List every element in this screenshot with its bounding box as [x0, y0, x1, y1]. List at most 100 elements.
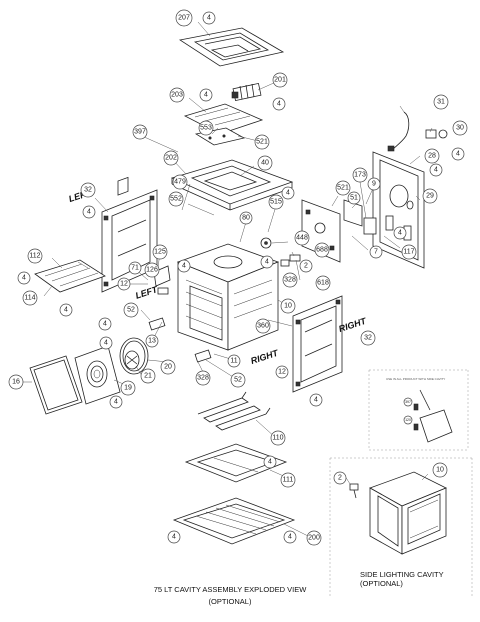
svg-text:4: 4 — [104, 340, 108, 347]
callout-4-l: 4 — [309, 393, 323, 407]
callout-552: 552 — [168, 191, 184, 207]
part-21-fan-blade — [124, 350, 140, 370]
callout-31: 31 — [433, 94, 449, 110]
main-caption-title: 75 LT CAVITY ASSEMBLY EXPLODED VIEW — [153, 585, 307, 594]
callout-125: 125 — [152, 244, 168, 260]
callout-111: 111 — [280, 472, 296, 488]
part-200-bottom-tray — [172, 497, 296, 545]
callout-207: 207 — [175, 9, 193, 27]
main-caption: 75 LT CAVITY ASSEMBLY EXPLODED VIEW (OPT… — [130, 585, 330, 606]
part-31-wiring — [387, 111, 410, 152]
part-32-right-panel — [292, 295, 343, 393]
svg-text:4: 4 — [314, 397, 318, 404]
svg-text:515: 515 — [270, 199, 282, 206]
svg-text:52: 52 — [234, 377, 242, 384]
svg-text:11: 11 — [230, 358, 237, 365]
callout-9: 9 — [367, 177, 381, 191]
svg-text:4: 4 — [103, 321, 107, 328]
svg-text:4: 4 — [64, 307, 68, 314]
svg-text:2: 2 — [338, 475, 342, 482]
callout-4-f: 4 — [17, 271, 31, 285]
callout-201: 201 — [272, 72, 288, 88]
callout-20: 20 — [160, 359, 176, 375]
side-caption-title: SIDE LIGHTING CAVITY — [360, 570, 444, 579]
svg-text:553: 553 — [200, 125, 212, 132]
callout-4-d: 4 — [260, 255, 274, 269]
callout-4-n: 4 — [167, 530, 181, 544]
callout-4-o: 4 — [283, 530, 297, 544]
svg-text:114: 114 — [24, 295, 35, 302]
callout-2-b: 2 — [333, 471, 347, 485]
callout-173: 173 — [352, 167, 368, 183]
svg-text:448: 448 — [296, 235, 308, 242]
callout-13: 13 — [145, 334, 159, 348]
callout-200: 200 — [306, 530, 322, 546]
callout-inset-397: 397 — [403, 397, 413, 407]
callout-4-28: 4 — [429, 163, 443, 177]
callout-32-right: 32 — [360, 330, 376, 346]
svg-text:688: 688 — [316, 247, 328, 254]
svg-text:52: 52 — [127, 307, 135, 314]
svg-text:31: 31 — [437, 99, 445, 106]
side-caption-optional: (OPTIONAL) — [360, 579, 403, 588]
svg-text:2: 2 — [304, 263, 308, 270]
svg-text:4: 4 — [87, 209, 91, 216]
callout-2-a: 2 — [299, 259, 313, 273]
svg-text:4: 4 — [456, 151, 460, 158]
callout-114: 114 — [22, 290, 38, 306]
part-10-side-lighting-cavity — [369, 471, 447, 555]
callout-80: 80 — [239, 211, 253, 225]
svg-text:28: 28 — [428, 153, 436, 160]
part-19-fan-cover — [74, 345, 121, 405]
callout-7: 7 — [369, 245, 383, 259]
svg-text:328: 328 — [197, 375, 209, 382]
svg-text:328: 328 — [284, 277, 296, 284]
callout-618: 618 — [315, 275, 331, 291]
svg-text:4: 4 — [207, 15, 211, 22]
callout-328-a: 328 — [282, 272, 298, 288]
svg-text:20: 20 — [164, 364, 172, 371]
svg-text:12: 12 — [120, 281, 128, 288]
side-caption: SIDE LIGHTING CAVITY (OPTIONAL) — [360, 570, 470, 588]
callout-12-left: 12 — [117, 277, 131, 291]
svg-text:479: 479 — [174, 179, 186, 186]
svg-text:32: 32 — [84, 187, 92, 194]
svg-text:203: 203 — [171, 92, 183, 99]
callout-4-h: 4 — [177, 259, 191, 273]
svg-text:201: 201 — [274, 77, 286, 84]
svg-text:4: 4 — [265, 259, 269, 266]
svg-text:4: 4 — [172, 534, 176, 541]
svg-text:4: 4 — [182, 263, 186, 270]
part-328-sensor — [280, 259, 290, 267]
svg-text:207: 207 — [178, 15, 190, 22]
callout-28: 28 — [424, 148, 440, 164]
svg-text:30: 30 — [456, 125, 464, 132]
callout-30: 30 — [452, 120, 468, 136]
svg-text:120: 120 — [405, 418, 411, 422]
label-left-lower: LEFT — [134, 284, 160, 301]
callout-688: 688 — [314, 242, 330, 258]
svg-text:4: 4 — [286, 190, 290, 197]
svg-text:112: 112 — [29, 253, 40, 260]
callout-479: 479 — [172, 174, 188, 190]
callout-360: 360 — [255, 318, 271, 334]
part-20-fan-ring — [119, 337, 149, 375]
callout-4-i: 4 — [98, 317, 112, 331]
callout-12-right: 12 — [275, 365, 289, 379]
svg-text:397: 397 — [134, 129, 146, 136]
callout-inset-120: 120 — [403, 415, 413, 425]
callout-71: 71 — [128, 261, 142, 275]
svg-text:9: 9 — [372, 181, 376, 188]
callout-10-main: 10 — [280, 298, 296, 314]
svg-text:29: 29 — [426, 193, 434, 200]
inset-frame-lower — [329, 457, 473, 598]
callout-4-top: 4 — [202, 11, 216, 25]
part-9-bracket — [343, 199, 377, 235]
svg-text:521: 521 — [256, 139, 268, 146]
callout-515: 515 — [268, 194, 284, 210]
svg-text:80: 80 — [242, 215, 250, 222]
part-52-rail-left — [148, 317, 166, 331]
part-201-fan-motor — [231, 82, 262, 102]
svg-text:552: 552 — [170, 196, 182, 203]
svg-text:12: 12 — [278, 369, 286, 376]
